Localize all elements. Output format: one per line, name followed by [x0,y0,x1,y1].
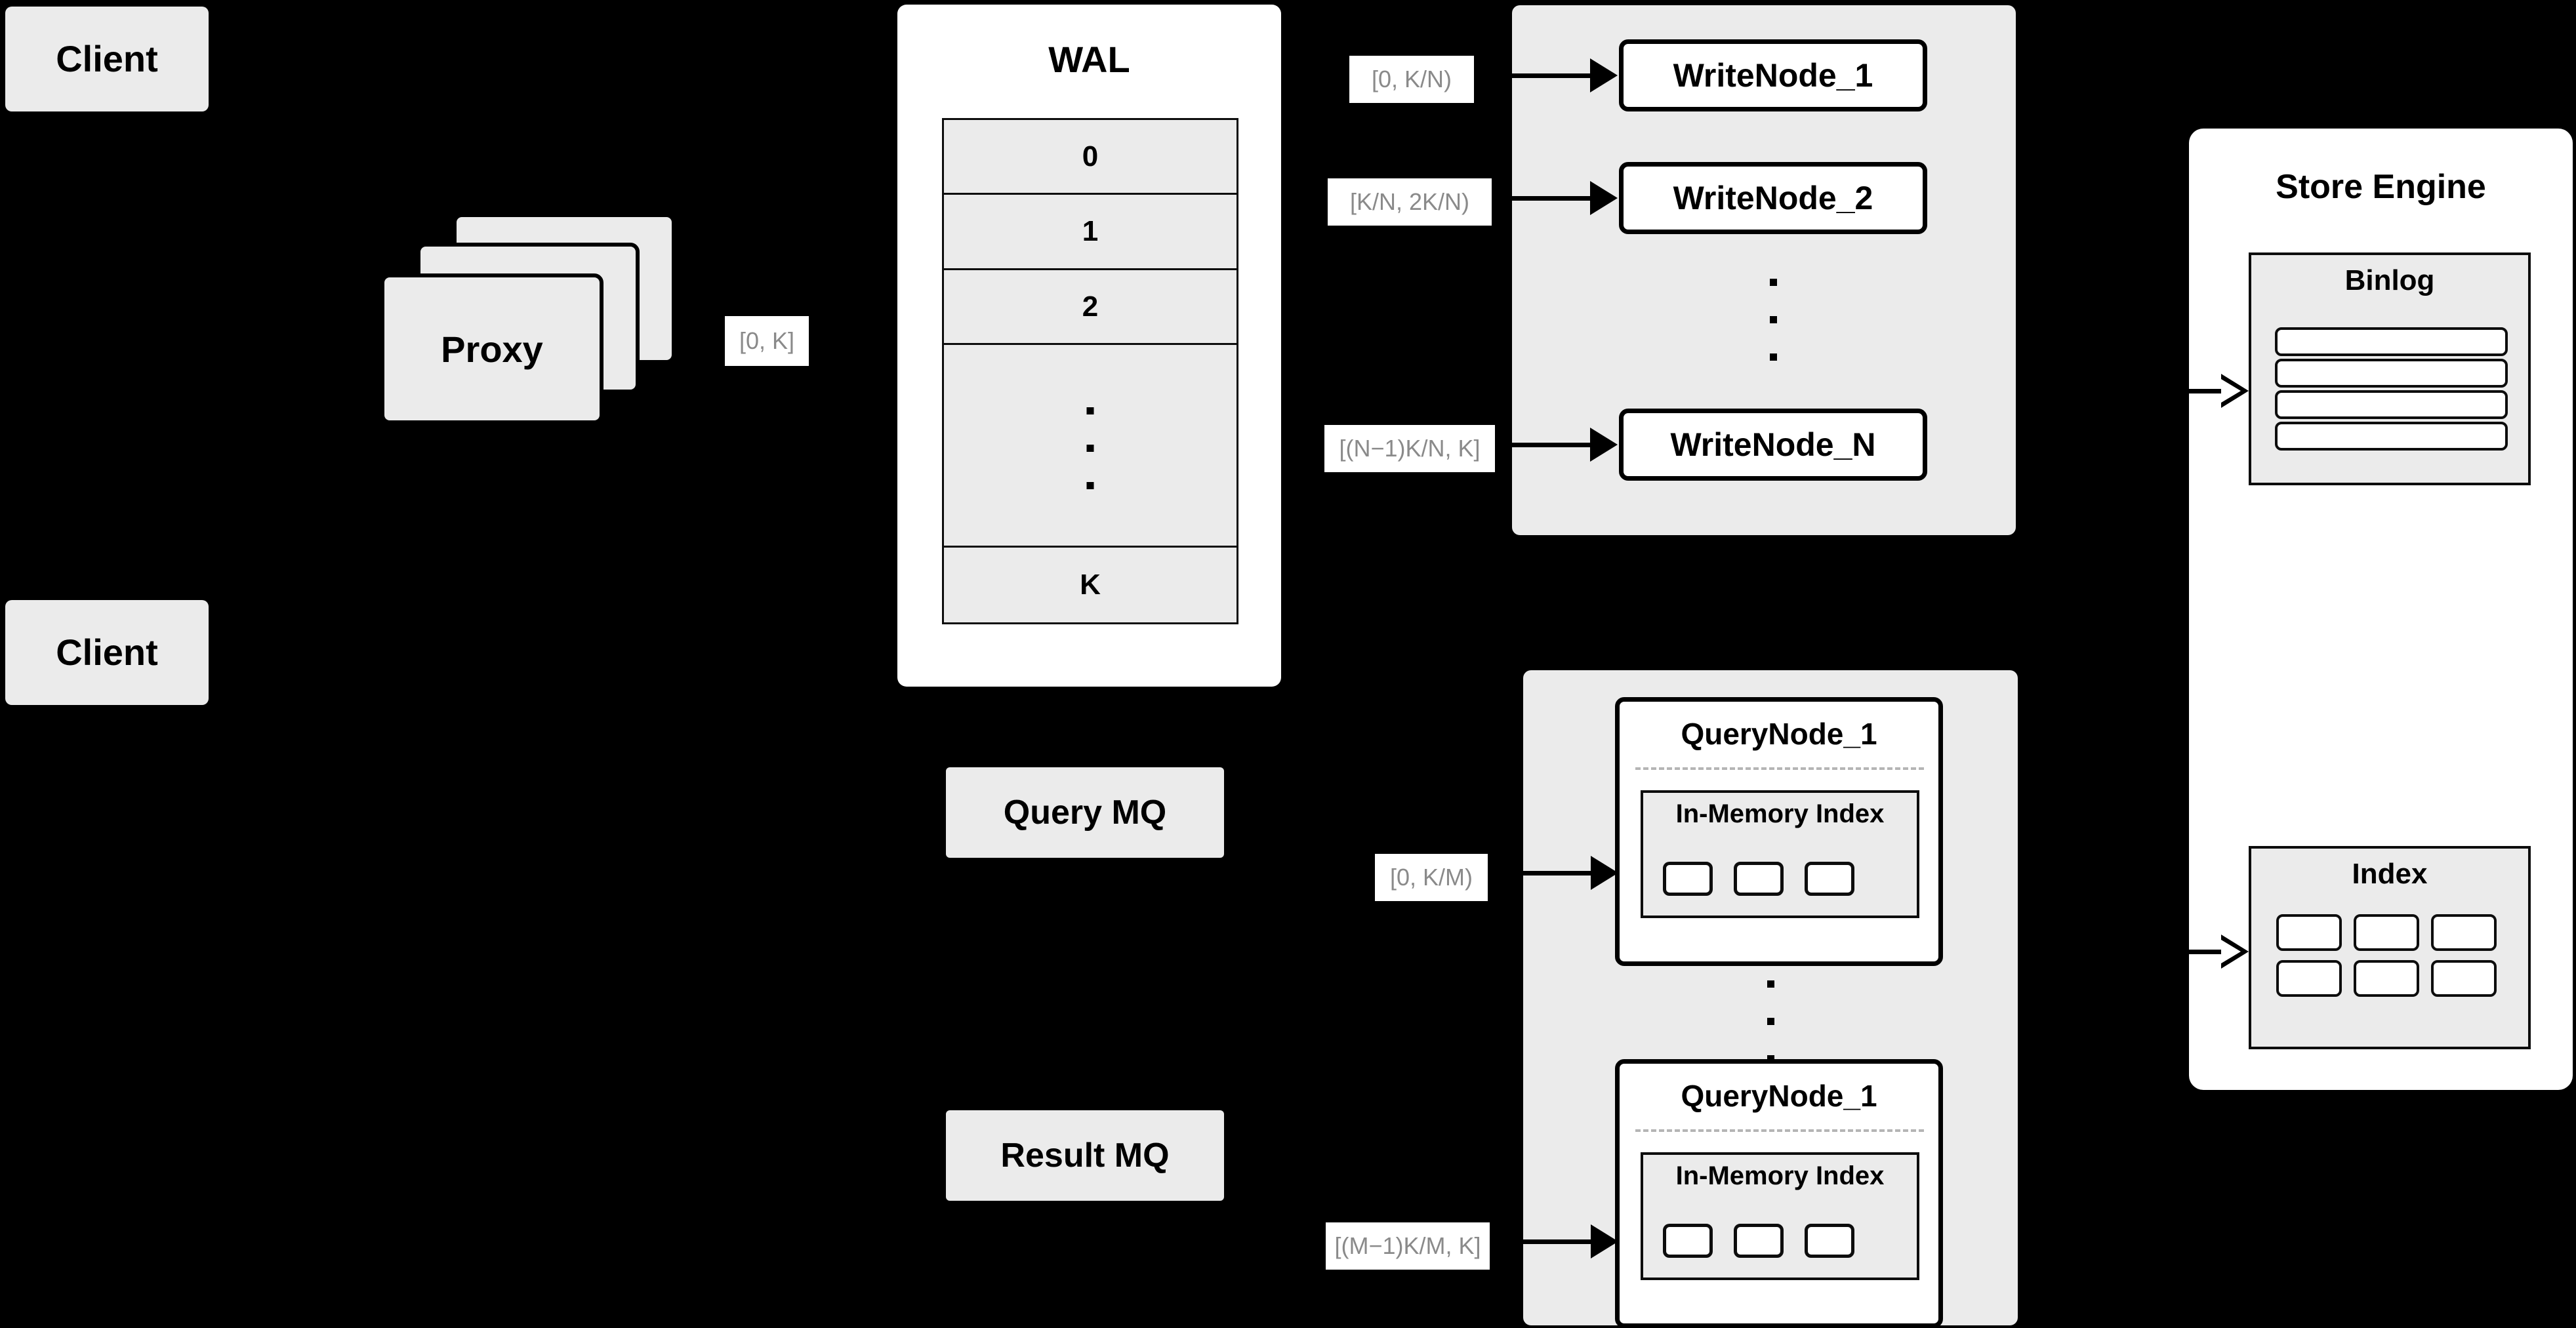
binlog-row-4[interactable] [2275,422,2508,451]
arrow-line-to-binlog [2177,389,2222,393]
query-node-1-title-text: QueryNode_1 [1681,717,1877,751]
arrow-head-to-write-node-2 [1590,181,1618,215]
wal-cell-k[interactable]: K [944,548,1237,622]
arrow-line-to-query-node-1 [1523,871,1592,875]
query-node-1-in-memory-index: In-Memory Index [1641,790,1919,918]
binlog-row-2[interactable] [2275,359,2508,388]
client-node-2-label: Client [56,631,158,673]
wal-cell-k-label: K [1080,568,1101,601]
index-chip-6[interactable] [2431,960,2497,997]
arrow-head-to-binlog [2221,374,2249,408]
write-cluster-vertical-dots-icon [1768,279,1778,361]
binlog-title-text: Binlog [2344,264,2435,296]
write-node-1-label: WriteNode_1 [1673,57,1873,94]
query-node-2-index-chip-2[interactable] [1734,1224,1784,1258]
client-node-1[interactable]: Client [5,7,209,111]
query-node-2-in-memory-index-title: In-Memory Index [1643,1161,1917,1191]
proxy-stack[interactable]: Proxy [380,213,676,436]
query-node-2-title-text: QueryNode_1 [1681,1079,1877,1113]
query-node-1[interactable]: QueryNode_1 In-Memory Index [1615,697,1943,966]
result-mq-label: Result MQ [1000,1136,1170,1175]
write-node-2-label: WriteNode_2 [1673,180,1873,216]
query-node-2-title: QueryNode_1 [1620,1078,1938,1114]
wal-vertical-dots-icon [1086,407,1094,490]
store-engine-title: Store Engine [2189,167,2573,207]
store-engine-title-text: Store Engine [2276,168,2486,206]
arrow-line-to-write-node-1 [1512,73,1591,78]
result-mq-node[interactable]: Result MQ [946,1110,1224,1201]
client-node-1-label: Client [56,37,158,79]
query-node-1-title: QueryNode_1 [1620,716,1938,752]
arrow-line-to-write-node-n [1512,443,1591,447]
query-node-2-divider [1635,1129,1924,1132]
arrow-head-to-write-node-1 [1590,58,1618,92]
proxy-label: Proxy [441,328,543,370]
query-node-1-index-chip-1[interactable] [1663,862,1713,896]
wal-cell-2-label: 2 [1082,290,1099,323]
wal-cell-0-label: 0 [1082,140,1099,172]
query-cluster-vertical-dots-icon [1766,980,1775,1062]
index-chip-2[interactable] [2354,914,2419,951]
index-chip-1[interactable] [2276,914,2342,951]
edge-label-proxy-to-wal: [0, K] [725,316,809,366]
arrow-head-to-index [2221,935,2249,969]
query-node-2-index-chip-3[interactable] [1805,1224,1854,1258]
query-mq-label: Query MQ [1003,793,1167,832]
index-title-text: Index [2352,858,2428,890]
edge-label-write-node-n-text: [(N−1)K/N, K] [1339,435,1481,462]
wal-cell-0[interactable]: 0 [944,120,1237,195]
query-node-2[interactable]: QueryNode_1 In-Memory Index [1615,1059,1943,1328]
query-node-2-index-chip-1[interactable] [1663,1224,1713,1258]
binlog-row-3[interactable] [2275,390,2508,419]
arrow-line-to-write-node-2 [1512,196,1591,201]
query-node-1-divider [1635,767,1924,770]
query-mq-node[interactable]: Query MQ [946,767,1224,858]
wal-cell-1-label: 1 [1082,215,1099,248]
wal-cell-ellipsis [944,345,1237,548]
wal-cell-1[interactable]: 1 [944,195,1237,270]
write-node-2[interactable]: WriteNode_2 [1619,162,1927,234]
query-node-2-in-memory-index-title-text: In-Memory Index [1675,1161,1885,1190]
write-node-1[interactable]: WriteNode_1 [1619,39,1927,111]
edge-label-query-node-2-text: [(M−1)K/M, K] [1334,1232,1481,1259]
query-node-1-in-memory-index-title: In-Memory Index [1643,799,1917,829]
edge-label-write-node-1-text: [0, K/N) [1371,66,1452,92]
edge-label-write-node-2: [K/N, 2K/N) [1328,178,1492,226]
wal-entries-grid: 0 1 2 K [942,118,1238,624]
proxy-card-front[interactable]: Proxy [380,273,603,424]
edge-label-write-node-1: [0, K/N) [1349,56,1474,103]
binlog-row-1[interactable] [2275,327,2508,356]
wal-title: WAL [897,38,1281,81]
index-chip-4[interactable] [2276,960,2342,997]
query-node-1-in-memory-index-title-text: In-Memory Index [1675,799,1885,828]
arrow-head-to-query-node-2 [1591,1224,1618,1258]
edge-label-query-node-1-text: [0, K/M) [1389,864,1473,891]
query-node-1-index-chip-2[interactable] [1734,862,1784,896]
write-node-n[interactable]: WriteNode_N [1619,409,1927,481]
arrow-line-to-query-node-2 [1523,1239,1592,1244]
edge-label-query-node-1: [0, K/M) [1375,854,1488,901]
index-title: Index [2251,858,2528,891]
edge-label-write-node-2-text: [K/N, 2K/N) [1349,188,1470,215]
edge-label-write-node-n: [(N−1)K/N, K] [1324,425,1495,472]
index-chip-5[interactable] [2354,960,2419,997]
binlog-title: Binlog [2251,264,2528,297]
binlog-panel: Binlog [2249,252,2531,485]
edge-label-query-node-2: [(M−1)K/M, K] [1326,1222,1490,1270]
wal-title-text: WAL [1048,39,1130,80]
arrow-line-to-index [2177,950,2222,954]
write-node-n-label: WriteNode_N [1670,426,1876,463]
query-node-1-index-chip-3[interactable] [1805,862,1854,896]
query-node-2-in-memory-index: In-Memory Index [1641,1152,1919,1280]
index-panel: Index [2249,846,2531,1049]
arrow-head-to-write-node-n [1590,428,1618,462]
wal-cell-2[interactable]: 2 [944,270,1237,346]
edge-label-proxy-to-wal-text: [0, K] [739,327,795,354]
arrow-head-to-query-node-1 [1591,856,1618,890]
index-chip-3[interactable] [2431,914,2497,951]
client-node-2[interactable]: Client [5,600,209,705]
